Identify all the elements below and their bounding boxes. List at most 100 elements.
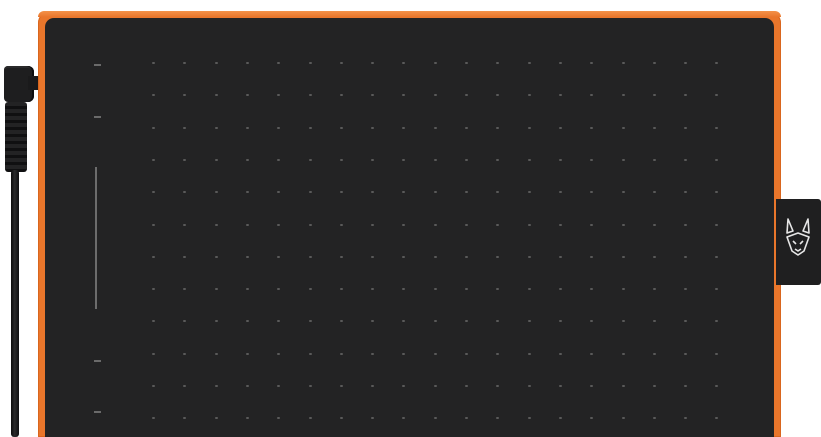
- grid-mark: [684, 223, 688, 226]
- grid-mark: [277, 417, 281, 420]
- grid-mark: [621, 191, 625, 194]
- grid-mark: [527, 385, 531, 387]
- grid-mark: [465, 94, 468, 97]
- grid-mark: [339, 320, 343, 323]
- grid-mark: [245, 62, 249, 64]
- grid-mark: [277, 352, 281, 355]
- grid-mark: [152, 385, 155, 387]
- grid-mark: [652, 191, 656, 194]
- grid-mark: [684, 417, 688, 420]
- grid-mark: [183, 62, 187, 64]
- grid-mark: [308, 385, 312, 387]
- grid-mark: [402, 255, 406, 258]
- grid-mark: [371, 320, 375, 323]
- grid-mark: [402, 94, 406, 97]
- grid-mark: [652, 352, 656, 355]
- grid-mark: [245, 288, 249, 291]
- side-mark: [94, 411, 101, 413]
- grid-mark: [652, 288, 656, 291]
- grid-mark: [527, 352, 531, 355]
- grid-mark: [402, 62, 406, 64]
- grid-mark: [433, 320, 437, 323]
- grid-mark: [214, 320, 218, 323]
- grid-mark: [214, 158, 218, 161]
- cable-connector: [4, 66, 44, 102]
- grid-mark: [402, 352, 406, 355]
- grid-mark: [245, 223, 249, 226]
- grid-mark: [715, 223, 719, 226]
- grid-mark: [621, 94, 625, 97]
- grid-mark: [402, 191, 406, 194]
- grid-mark: [402, 126, 406, 129]
- grid-mark: [590, 288, 594, 291]
- grid-mark: [684, 158, 688, 161]
- grid-mark: [652, 62, 656, 64]
- grid-mark: [277, 62, 281, 64]
- grid-mark: [402, 288, 406, 291]
- grid-mark: [652, 417, 656, 420]
- grid-mark: [590, 158, 594, 161]
- grid-mark: [527, 126, 531, 129]
- grid-mark: [371, 352, 375, 355]
- cat-logo-icon: [786, 218, 810, 256]
- grid-mark: [277, 94, 281, 97]
- grid-mark: [277, 320, 281, 323]
- grid-mark: [183, 288, 187, 291]
- grid-mark: [308, 94, 312, 97]
- grid-mark: [277, 223, 281, 226]
- grid-mark: [496, 126, 500, 129]
- side-mark: [94, 64, 101, 66]
- grid-mark: [621, 320, 625, 323]
- grid-mark: [527, 320, 531, 323]
- grid-mark: [433, 417, 437, 420]
- grid-mark: [152, 288, 155, 291]
- grid-mark: [652, 320, 656, 323]
- grid-mark: [433, 126, 437, 129]
- grid-mark: [183, 417, 187, 420]
- grid-mark: [715, 158, 719, 161]
- grid-mark: [433, 158, 437, 161]
- grid-mark: [496, 320, 500, 323]
- grid-mark: [183, 191, 187, 194]
- grid-mark: [715, 126, 719, 129]
- grid-mark: [558, 62, 562, 64]
- grid-mark: [371, 255, 375, 258]
- side-mark: [94, 360, 101, 362]
- grid-mark: [496, 352, 500, 355]
- grid-mark: [339, 255, 343, 258]
- active-area: [45, 18, 774, 437]
- grid-mark: [339, 352, 343, 355]
- grid-mark: [183, 320, 187, 323]
- grid-mark: [183, 352, 187, 355]
- grid-mark: [465, 191, 468, 194]
- grid-mark: [308, 255, 312, 258]
- grid-mark: [152, 352, 155, 355]
- grid-mark: [496, 417, 500, 420]
- grid-mark: [339, 62, 343, 64]
- grid-mark: [715, 94, 719, 97]
- grid-mark: [183, 126, 187, 129]
- grid-mark: [308, 126, 312, 129]
- grid-mark: [371, 62, 375, 64]
- grid-mark: [371, 94, 375, 97]
- grid-mark: [684, 126, 688, 129]
- grid-mark: [152, 223, 155, 226]
- grid-mark: [277, 158, 281, 161]
- grid-mark: [527, 223, 531, 226]
- grid-mark: [152, 62, 155, 64]
- grid-mark: [371, 417, 375, 420]
- grid-mark: [684, 352, 688, 355]
- grid-mark: [684, 191, 688, 194]
- grid-mark: [527, 158, 531, 161]
- grid-mark: [433, 385, 437, 387]
- grid-mark: [558, 417, 562, 420]
- grid-mark: [558, 191, 562, 194]
- grid-mark: [527, 417, 531, 420]
- grid-mark: [402, 320, 406, 323]
- grid-mark: [277, 191, 281, 194]
- grid-mark: [527, 288, 531, 291]
- grid-mark: [527, 191, 531, 194]
- grid-mark: [558, 255, 562, 258]
- grid-mark: [527, 255, 531, 258]
- grid-mark: [183, 94, 187, 97]
